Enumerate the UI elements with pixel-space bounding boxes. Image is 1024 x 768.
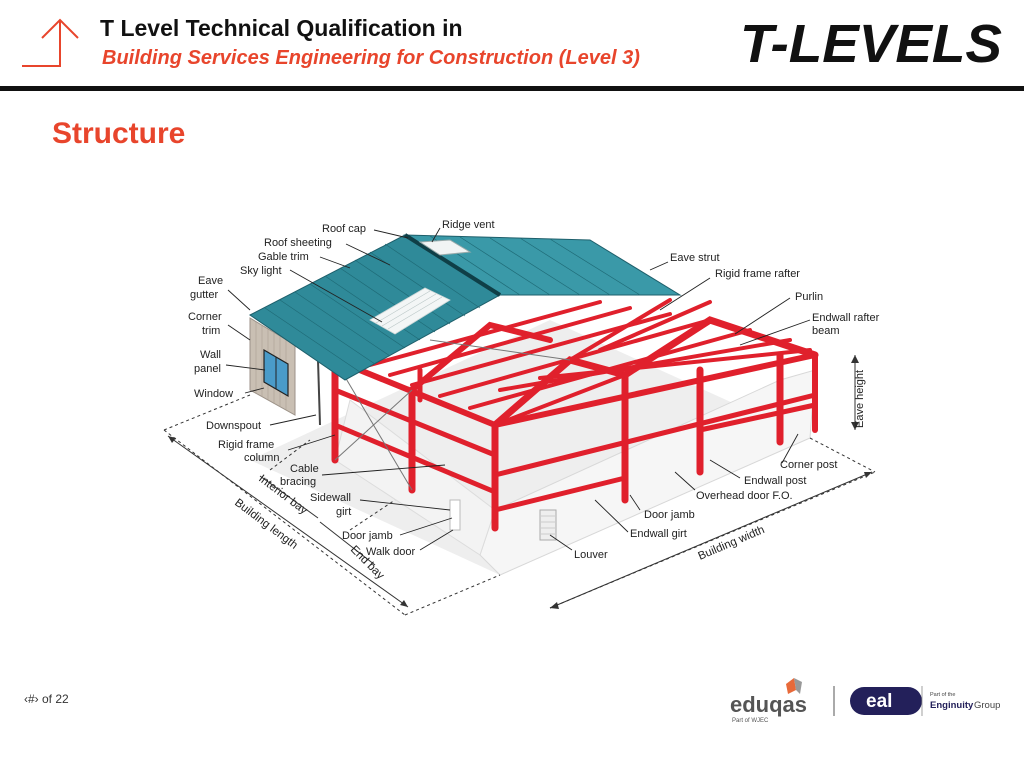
page-number: ‹#› of 22 [24,692,69,706]
label-eave-strut: Eave strut [670,252,720,264]
label-window: Window [194,388,233,400]
eduqas-logo: eduqas Part of WJEC [730,678,807,724]
header-title: T Level Technical Qualification in [100,15,463,41]
label-overhead-door: Overhead door F.O. [696,490,793,502]
ridge-vent [418,239,472,256]
label-roof-sheeting: Roof sheeting [264,237,332,249]
svg-text:eal: eal [866,691,892,712]
steel-building-diagram: Roof cap Ridge vent Roof sheeting Gable … [163,219,880,616]
label-cable-bracing-1: Cable [290,463,319,475]
label-corner-trim-2: trim [202,325,220,337]
label-door-jamb-left: Door jamb [342,530,393,542]
label-eave-height: Eave height [854,370,866,428]
footer-logos: eduqas Part of WJEC eal Part of the Engi… [730,678,1000,724]
label-rigid-frame-column-2: column [244,452,279,464]
label-roof-cap: Roof cap [322,223,366,235]
enginuity-logo: Part of the Enginuity Group [930,692,1000,711]
eal-logo: eal [850,686,923,716]
t-levels-logo: T-LEVELS [740,14,1002,70]
label-wall-panel-2: panel [194,363,221,375]
svg-text:Enginuity: Enginuity [930,700,974,711]
label-louver: Louver [574,549,608,561]
label-purlin: Purlin [795,291,823,303]
label-rigid-frame-column-1: Rigid frame [218,439,274,451]
label-endwall-rafter-beam-2: beam [812,325,840,337]
svg-text:eduqas: eduqas [730,692,807,717]
walk-door [449,499,461,531]
louver [539,509,557,541]
label-sky-light: Sky light [240,265,282,277]
sky-light [369,287,451,335]
label-eave-gutter-2: gutter [190,289,218,301]
slide-header: T Level Technical Qualification in Build… [0,0,1024,92]
svg-text:Part of WJEC: Part of WJEC [732,718,769,724]
label-cable-bracing-2: bracing [280,476,316,488]
label-door-jamb-right: Door jamb [644,509,695,521]
label-sidewall-girt-2: girt [336,506,351,518]
label-walk-door: Walk door [366,546,415,558]
svg-text:Part of the: Part of the [930,692,955,698]
arrow-up-icon [22,18,79,67]
header-divider [0,86,1024,91]
label-wall-panel-1: Wall [200,349,221,361]
label-rigid-frame-rafter: Rigid frame rafter [715,268,800,280]
label-ridge-vent: Ridge vent [442,219,495,231]
slide-title: Structure [52,117,186,150]
label-sidewall-girt-1: Sidewall [310,492,351,504]
label-corner-post: Corner post [780,459,837,471]
header-subtitle: Building Services Engineering for Constr… [102,47,640,69]
label-building-width: Building width [696,524,766,563]
label-corner-trim-1: Corner [188,311,222,323]
label-endwall-girt: Endwall girt [630,528,687,540]
steel-frame [331,298,819,532]
label-eave-gutter-1: Eave [198,275,223,287]
svg-text:Group: Group [974,700,1000,711]
label-endwall-post: Endwall post [744,475,806,487]
label-gable-trim: Gable trim [258,251,309,263]
roof-cap [403,233,502,297]
downspout [317,359,321,426]
label-endwall-rafter-beam-1: Endwall rafter [812,312,880,324]
label-downspout: Downspout [206,420,261,432]
eduqas-book-icon [786,678,796,694]
t-levels-logo-text: T-LEVELS [740,14,1002,70]
